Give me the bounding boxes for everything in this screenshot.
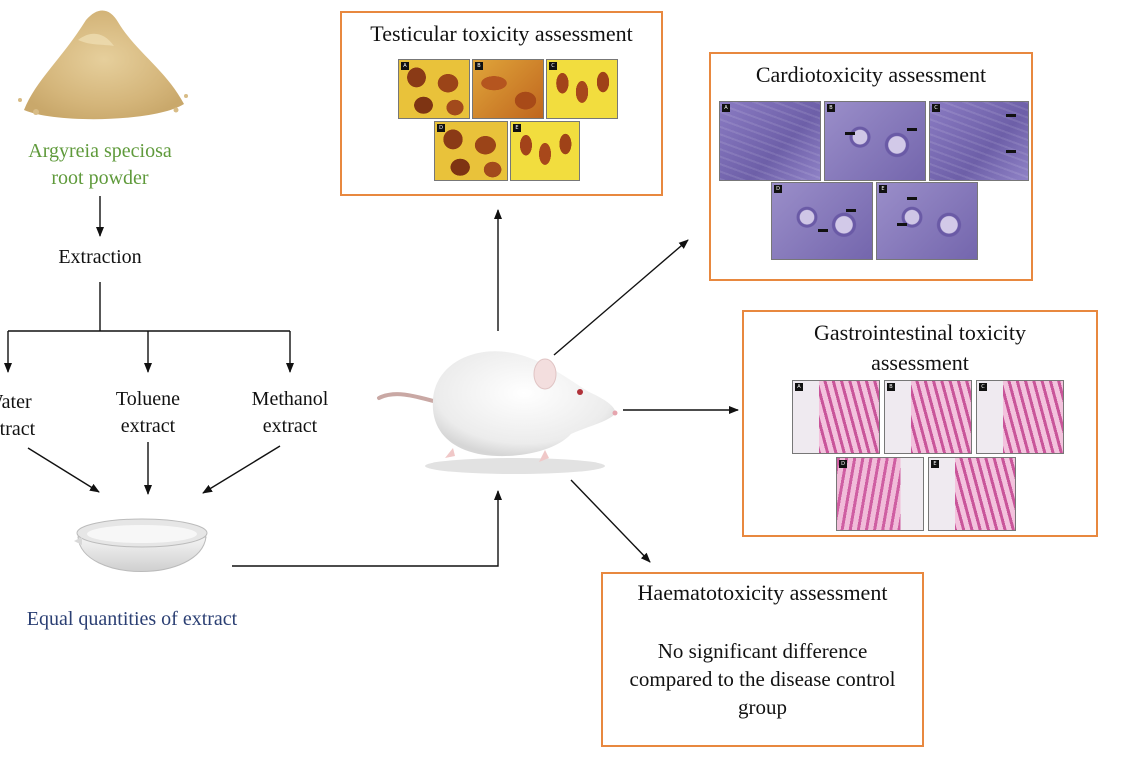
gastro-panel-e: E (928, 457, 1016, 531)
cardio-title: Cardiotoxicity assessment (755, 62, 987, 87)
haemato-result-line3: group (738, 695, 787, 719)
powder-label-line1: Argyreia speciosa (28, 140, 172, 162)
evaporating-dish-image (74, 518, 208, 572)
testicular-panel-e: E (510, 121, 580, 181)
water-extract-line2: extract (0, 418, 36, 440)
cardio-panel-e: E (876, 182, 978, 260)
extraction-label: Extraction (58, 246, 142, 268)
arrow-water-to-dish (27, 447, 100, 493)
cardio-panel-a: A (719, 101, 821, 181)
testicular-panel-b: B (472, 59, 544, 119)
haemato-result-line1: No significant difference (657, 639, 868, 663)
arrow-rat-to-haemato (570, 479, 651, 563)
gastro-title-line1: Gastrointestinal toxicity (813, 320, 1027, 345)
toluene-extract-line1: Toluene (115, 388, 181, 410)
testicular-panel-c: C (546, 59, 618, 119)
methanol-extract-line1: Methanol (251, 388, 329, 410)
gastro-panel-b: B (884, 380, 972, 454)
equal-quantities-label: Equal quantities of extract (26, 608, 238, 630)
root-powder-image (18, 10, 188, 120)
gastro-panel-c: C (976, 380, 1064, 454)
cardio-panel-c: C (929, 101, 1029, 181)
arrow-rat-to-cardio (553, 239, 689, 356)
testicular-title: Testicular toxicity assessment (370, 21, 633, 46)
water-extract-line1: Water (0, 391, 32, 413)
gastro-panel-a: A (792, 380, 880, 454)
methanol-extract-line2: extract (262, 415, 318, 437)
toluene-extract-line2: extract (120, 415, 176, 437)
gastro-panel-d: D (836, 457, 924, 531)
arrow-dish-to-rat (232, 490, 502, 567)
powder-label-line2: root powder (51, 167, 149, 189)
testicular-panel-d: D (434, 121, 508, 181)
arrow-methanol-to-dish (202, 445, 281, 494)
cardio-panel-d: D (771, 182, 873, 260)
cardio-assessment-box: Cardiotoxicity assessment A B C D E (709, 52, 1033, 281)
testicular-panel-a: A (398, 59, 470, 119)
testicular-assessment-box: Testicular toxicity assessment A B C D E (340, 11, 663, 196)
haemato-assessment-box: Haematotoxicity assessment No significan… (601, 572, 924, 747)
haemato-title: Haematotoxicity assessment (637, 580, 888, 605)
cardio-panel-b: B (824, 101, 926, 181)
gastro-title-line2: assessment (871, 350, 969, 375)
haemato-result-line2: compared to the disease control (629, 667, 896, 691)
gastro-assessment-box: Gastrointestinal toxicity assessment A B… (742, 310, 1098, 537)
rat-image (377, 351, 618, 474)
